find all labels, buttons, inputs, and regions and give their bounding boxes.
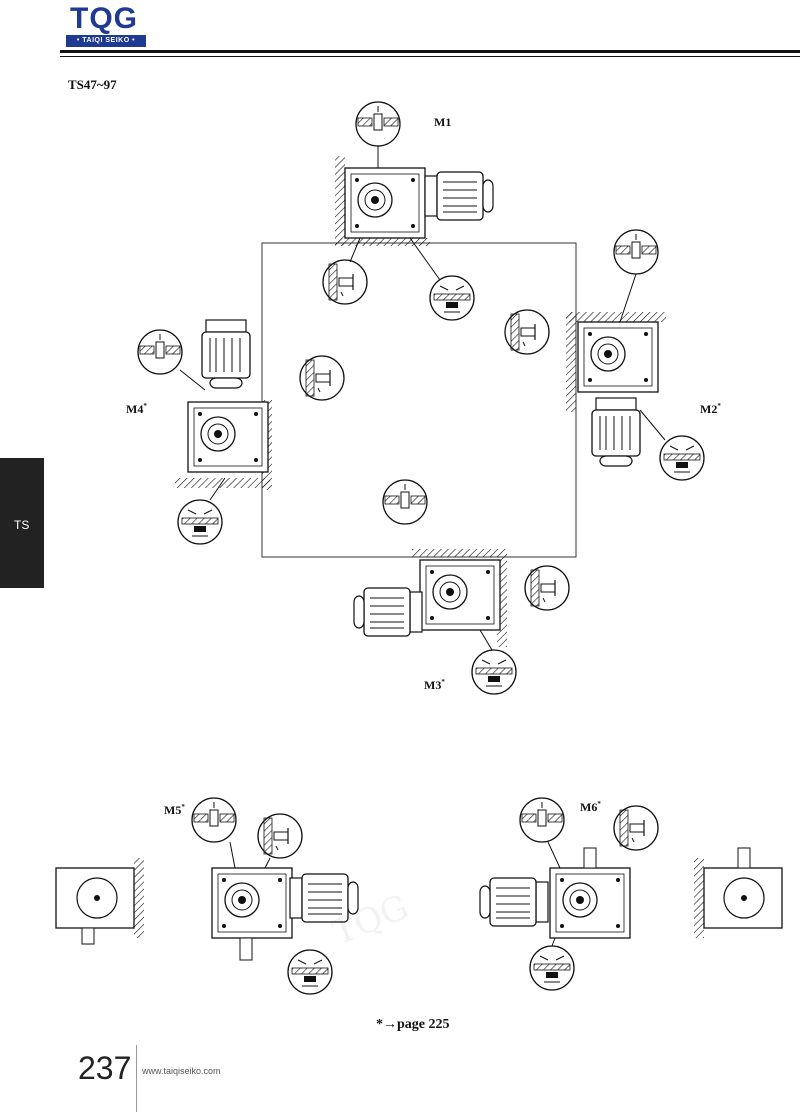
- footnote-page-reference: *→page 225: [376, 1017, 450, 1032]
- footer-divider: [136, 1045, 137, 1112]
- series-label: TS47~97: [68, 77, 117, 92]
- label-m2: M2*: [700, 402, 721, 416]
- label-m1: M1: [434, 115, 452, 129]
- website-url: www.taiqiseiko.com: [142, 1066, 221, 1076]
- label-m5: M5*: [164, 803, 185, 817]
- label-m4: M4*: [126, 402, 147, 416]
- mount-m5-assembly: [55, 797, 359, 995]
- mount-m6-assembly: [479, 797, 783, 991]
- mount-m3-assembly: [353, 479, 570, 695]
- mount-m1-assembly: [322, 101, 494, 321]
- brand-tagline: • TAIQI SEIKO •: [66, 35, 146, 47]
- mount-m2-assembly: [504, 229, 705, 481]
- side-tab-label: TS: [14, 518, 30, 532]
- brand-logo: TQG: [70, 2, 138, 35]
- page-number: 237: [78, 1050, 132, 1086]
- label-m6: M6*: [580, 800, 601, 814]
- label-m3: M3*: [424, 678, 445, 692]
- header-rule-thick: [60, 50, 800, 53]
- header-rule-thin: [60, 56, 800, 57]
- mount-m4-assembly: [137, 319, 345, 545]
- section-side-tab: TS: [0, 458, 44, 588]
